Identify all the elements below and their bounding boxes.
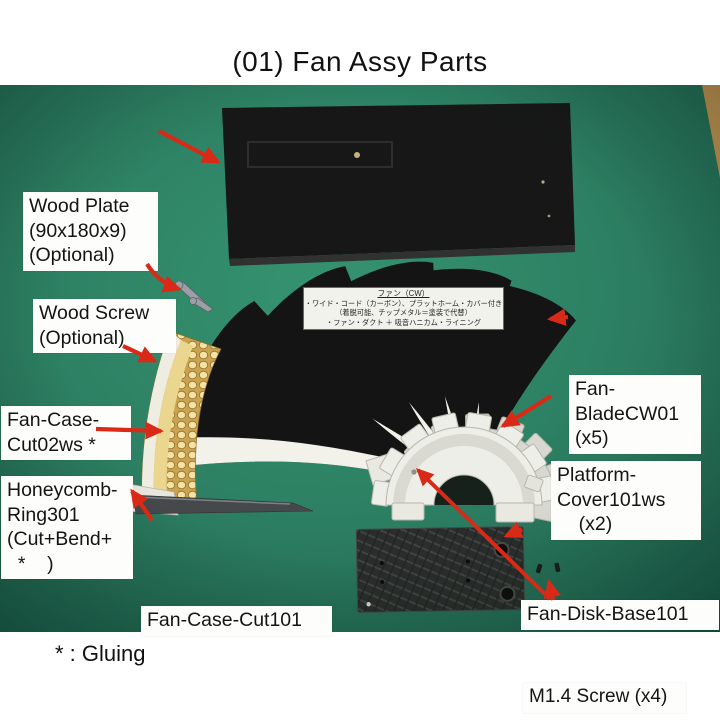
label-fan-blade: Fan- BladeCW01 (x5): [569, 375, 701, 454]
label-fan-case-cut02: Fan-Case- Cut02ws *: [1, 406, 131, 460]
label-line: Wood Plate: [29, 195, 130, 217]
plate-note-line: ・ファン・ダクト ＋ 吸音ハニカム・ライニング: [326, 317, 481, 327]
label-line: (Optional): [39, 326, 125, 349]
photo-fan-parts: ファン（CW） ・ワイド・コード（カーボン）、プラットホーム・カバー付き （着脱…: [0, 85, 720, 713]
label-line: Wood Screw: [39, 302, 150, 324]
label-line: * ): [7, 552, 54, 575]
plate-note-heading: ファン（CW）: [377, 289, 430, 298]
label-fan-case-cut101: Fan-Case-Cut101: [141, 606, 332, 636]
label-line: Fan-Case-Cut101: [147, 609, 302, 631]
label-line: (x5): [575, 427, 609, 449]
label-line: (Optional): [29, 244, 115, 266]
label-line: Cut02ws *: [7, 433, 96, 456]
label-line: M1.4 Screw (x4): [529, 686, 668, 707]
label-honeycomb-ring: Honeycomb- Ring301 (Cut+Bend+ * ): [1, 476, 133, 579]
label-line: Fan-: [575, 378, 616, 400]
label-wood-plate: Wood Plate (90x180x9) (Optional): [23, 192, 158, 271]
label-line: Honeycomb-: [7, 479, 118, 501]
label-fan-disk-base: Fan-Disk-Base101: [521, 600, 719, 630]
label-platform-cover: Platform- Cover101ws (x2): [551, 461, 701, 540]
label-line: BladeCW01: [575, 402, 680, 425]
label-wood-screw: Wood Screw (Optional): [33, 299, 176, 353]
label-line: Ring301: [7, 503, 80, 526]
plate-note-line: （着脱可能、チップメタル＝塗装で代替）: [335, 308, 472, 318]
label-line: Cover101ws: [557, 488, 666, 511]
label-line: (x2): [557, 513, 613, 535]
label-line: Fan-Case-: [7, 409, 100, 431]
label-line: (Cut+Bend+: [7, 528, 113, 550]
label-line: Fan-Disk-Base101: [527, 603, 689, 625]
plate-note-line: ・ワイド・コード（カーボン）、プラットホーム・カバー付き: [304, 298, 503, 308]
label-line: Platform-: [557, 464, 637, 486]
label-m14-screw: M1.4 Screw (x4): [523, 683, 686, 713]
gluing-footnote: * : Gluing: [55, 641, 146, 666]
page-title: (01) Fan Assy Parts: [232, 46, 488, 77]
label-line: (90x180x9): [29, 219, 127, 242]
plate-note: ファン（CW） ・ワイド・コード（カーボン）、プラットホーム・カバー付き （着脱…: [303, 287, 504, 330]
